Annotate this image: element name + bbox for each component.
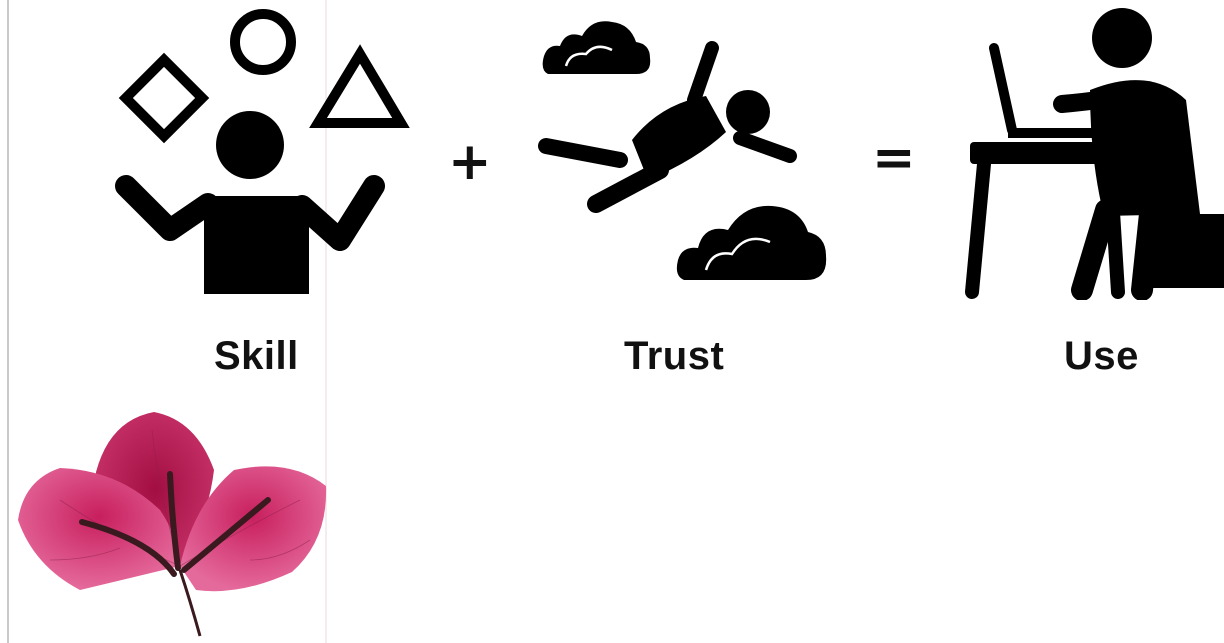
- laptop-user-icon: [965, 8, 1224, 300]
- skydiver-icon: [538, 21, 827, 280]
- faint-divider: [325, 0, 327, 643]
- plus-sign: +: [448, 132, 492, 192]
- diamond-shape-icon: [118, 52, 210, 144]
- use-label: Use: [1064, 334, 1139, 378]
- triangle-shape-icon: [309, 44, 410, 128]
- bougainvillea-flower-icon: [18, 412, 327, 637]
- cloud-icon: [676, 205, 827, 280]
- left-border: [0, 0, 9, 643]
- juggler-icon: [115, 9, 410, 294]
- circle-shape-icon: [230, 9, 296, 75]
- trust-label: Trust: [624, 334, 725, 378]
- equals-sign: =: [872, 128, 916, 188]
- cloud-icon: [542, 21, 651, 74]
- skill-label: Skill: [214, 334, 299, 378]
